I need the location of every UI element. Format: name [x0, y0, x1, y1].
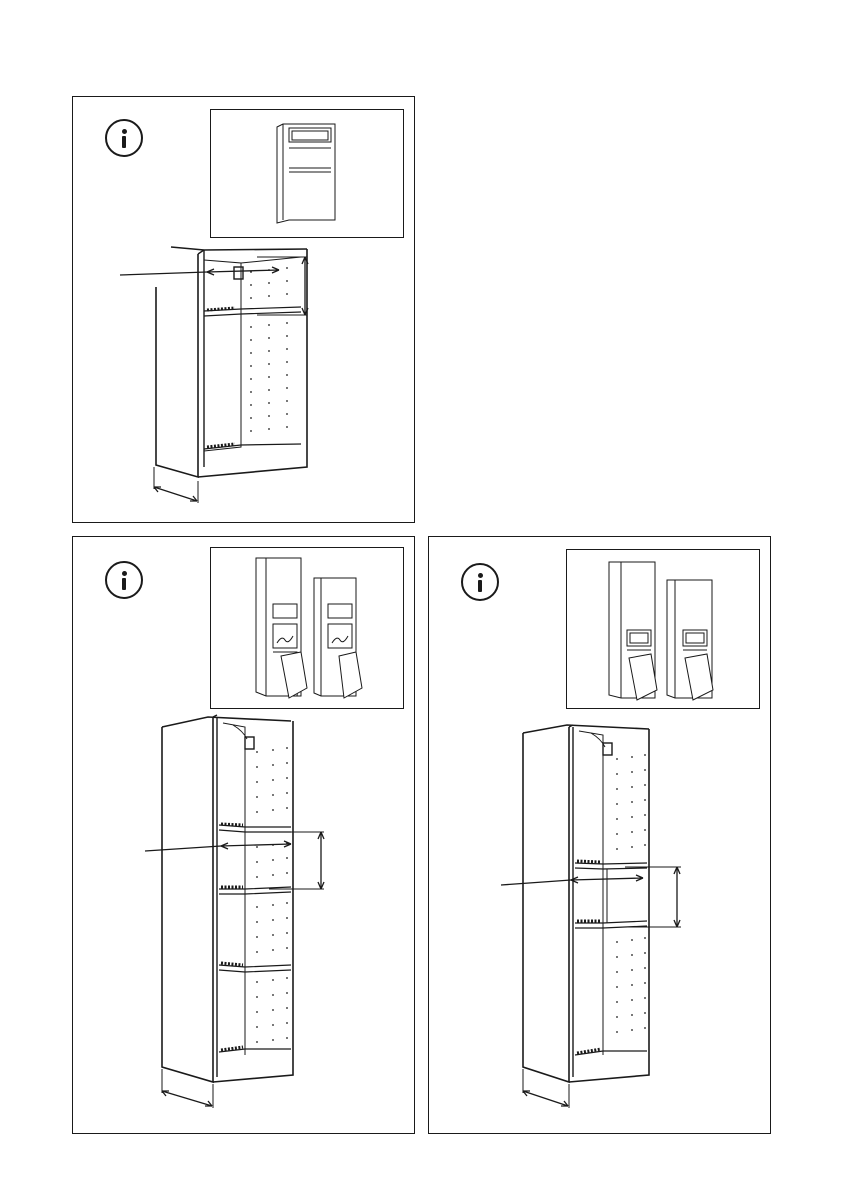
instruction-panel-3 [428, 536, 771, 1134]
cabinet-frame-diagram [73, 97, 416, 524]
instruction-panel-2 [72, 536, 415, 1134]
tall-cabinet-frame-diagram [429, 537, 772, 1135]
instruction-panel-1 [72, 96, 415, 523]
tall-cabinet-frame-diagram [73, 537, 416, 1135]
